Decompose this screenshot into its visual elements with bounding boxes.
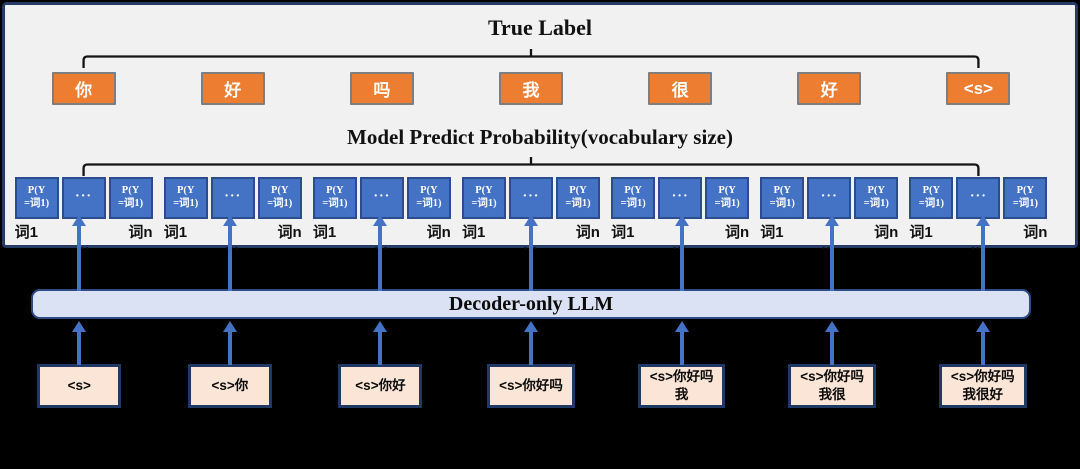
true-token-box: 好 <box>200 72 265 105</box>
prob-ellipsis-cell: ··· <box>807 176 852 219</box>
vocab-label-last: 词n <box>874 223 899 241</box>
token-column: 好 <box>755 72 904 105</box>
up-arrow-icon <box>372 321 388 365</box>
input-sequence-box: <s> <box>37 364 122 408</box>
predict-probability-title: Model Predict Probability(vocabulary siz… <box>347 125 733 149</box>
prob-cell-left: P(Y =词1) <box>909 176 954 219</box>
vocab-label-first: 词1 <box>14 223 38 241</box>
vocab-label-last: 词n <box>1023 223 1048 241</box>
up-arrow-icon <box>71 321 87 365</box>
true-label-title: True Label <box>487 15 593 40</box>
true-label-token-row: 你 好 吗 我 很 好 <s> <box>9 72 1053 105</box>
up-arrow-icon <box>824 321 840 365</box>
up-arrow-icon <box>975 321 991 365</box>
token-column: 吗 <box>307 72 456 105</box>
input-sequence-box: <s>你 <box>187 364 272 408</box>
vocab-label-first: 词1 <box>163 223 188 241</box>
token-column: 你 <box>9 72 158 105</box>
token-column: 很 <box>606 72 755 105</box>
input-sequence-box: <s>你好吗 <box>487 364 575 408</box>
up-arrow-icon <box>975 215 991 291</box>
token-column: <s> <box>904 72 1053 105</box>
up-arrow-icon <box>824 215 840 291</box>
vocab-label-first: 词1 <box>909 223 933 241</box>
token-column: 好 <box>158 72 307 105</box>
label-panel: True Label 你 好 吗 我 很 好 <s> Model Predict… <box>2 2 1078 251</box>
prob-cell-right: P(Y =词1) <box>555 176 600 219</box>
vocab-label-first: 词1 <box>611 223 635 241</box>
true-token-box: 好 <box>797 72 862 105</box>
prob-cell-right: P(Y =词1) <box>257 176 302 219</box>
vocab-label-last: 词n <box>575 223 600 241</box>
true-token-box: 吗 <box>349 72 414 105</box>
true-token-box: 我 <box>498 72 563 105</box>
up-arrow-icon <box>222 321 238 365</box>
token-column: 我 <box>456 72 605 105</box>
input-sequence-box: <s>你好吗 我很好 <box>938 364 1027 408</box>
true-token-box: <s> <box>946 72 1011 105</box>
prob-cell-right: P(Y =词1) <box>854 176 899 219</box>
true-token-box: 你 <box>51 72 116 105</box>
input-sequence-box: <s>你好吗 我很 <box>788 364 877 408</box>
prediction-arrow-row <box>4 215 1058 291</box>
vocab-label-last: 词n <box>128 223 153 241</box>
probability-group: P(Y =词1) ··· P(Y =词1) 词1 ... 词n <box>9 176 158 252</box>
prob-cell-right: P(Y =词1) <box>406 176 451 219</box>
vocab-label-first: 词1 <box>760 223 784 241</box>
prob-cell-right: P(Y =词1) <box>108 176 153 219</box>
prob-ellipsis-cell: ··· <box>61 176 106 219</box>
up-arrow-icon <box>372 215 388 291</box>
vocab-label-last: 词n <box>277 223 302 241</box>
true-label-brace <box>9 48 1053 68</box>
vocab-label-last: 词n <box>426 223 451 241</box>
prob-ellipsis-cell: ··· <box>658 176 703 219</box>
up-arrow-icon <box>674 215 690 291</box>
prob-cell-right: P(Y =词1) <box>705 176 750 219</box>
probability-group: P(Y =词1) ··· P(Y =词1) 词1 ... 词n <box>904 176 1053 252</box>
up-arrow-icon <box>674 321 690 365</box>
up-arrow-icon <box>222 215 238 291</box>
decoder-llm-block: Decoder-only LLM <box>31 289 1031 319</box>
up-arrow-icon <box>523 215 539 291</box>
input-sequence-box: <s>你好吗 我 <box>637 364 726 408</box>
input-arrow-row <box>4 321 1058 365</box>
prob-ellipsis-cell: ··· <box>359 176 404 219</box>
vocab-label-first: 词1 <box>461 223 486 241</box>
prob-cell-left: P(Y =词1) <box>760 176 805 219</box>
prob-cell-left: P(Y =词1) <box>14 176 59 219</box>
prob-cell-left: P(Y =词1) <box>611 176 656 219</box>
prob-ellipsis-cell: ··· <box>508 176 553 219</box>
up-arrow-icon <box>71 215 87 291</box>
true-token-box: 很 <box>648 72 713 105</box>
prob-cell-right: P(Y =词1) <box>1003 176 1048 219</box>
prob-cell-left: P(Y =词1) <box>461 176 506 219</box>
vocab-label-first: 词1 <box>312 223 337 241</box>
prob-cell-left: P(Y =词1) <box>312 176 357 219</box>
prob-ellipsis-cell: ··· <box>210 176 255 219</box>
predict-probability-brace <box>9 156 1053 176</box>
probability-group-row: P(Y =词1) ··· P(Y =词1) 词1 ... 词n P(Y =词1)… <box>9 176 1053 252</box>
vocab-label-last: 词n <box>724 223 750 241</box>
up-arrow-icon <box>523 321 539 365</box>
input-sequence-box: <s>你好 <box>338 364 423 408</box>
probability-group: P(Y =词1) ··· P(Y =词1) 词1 ... 词n <box>456 176 605 252</box>
prob-ellipsis-cell: ··· <box>956 176 1001 219</box>
prob-cell-left: P(Y =词1) <box>163 176 208 219</box>
input-sequence-row: <s> <s>你 <s>你好 <s>你好吗 <s>你好吗 我 <s>你好吗 我很… <box>4 364 1058 410</box>
